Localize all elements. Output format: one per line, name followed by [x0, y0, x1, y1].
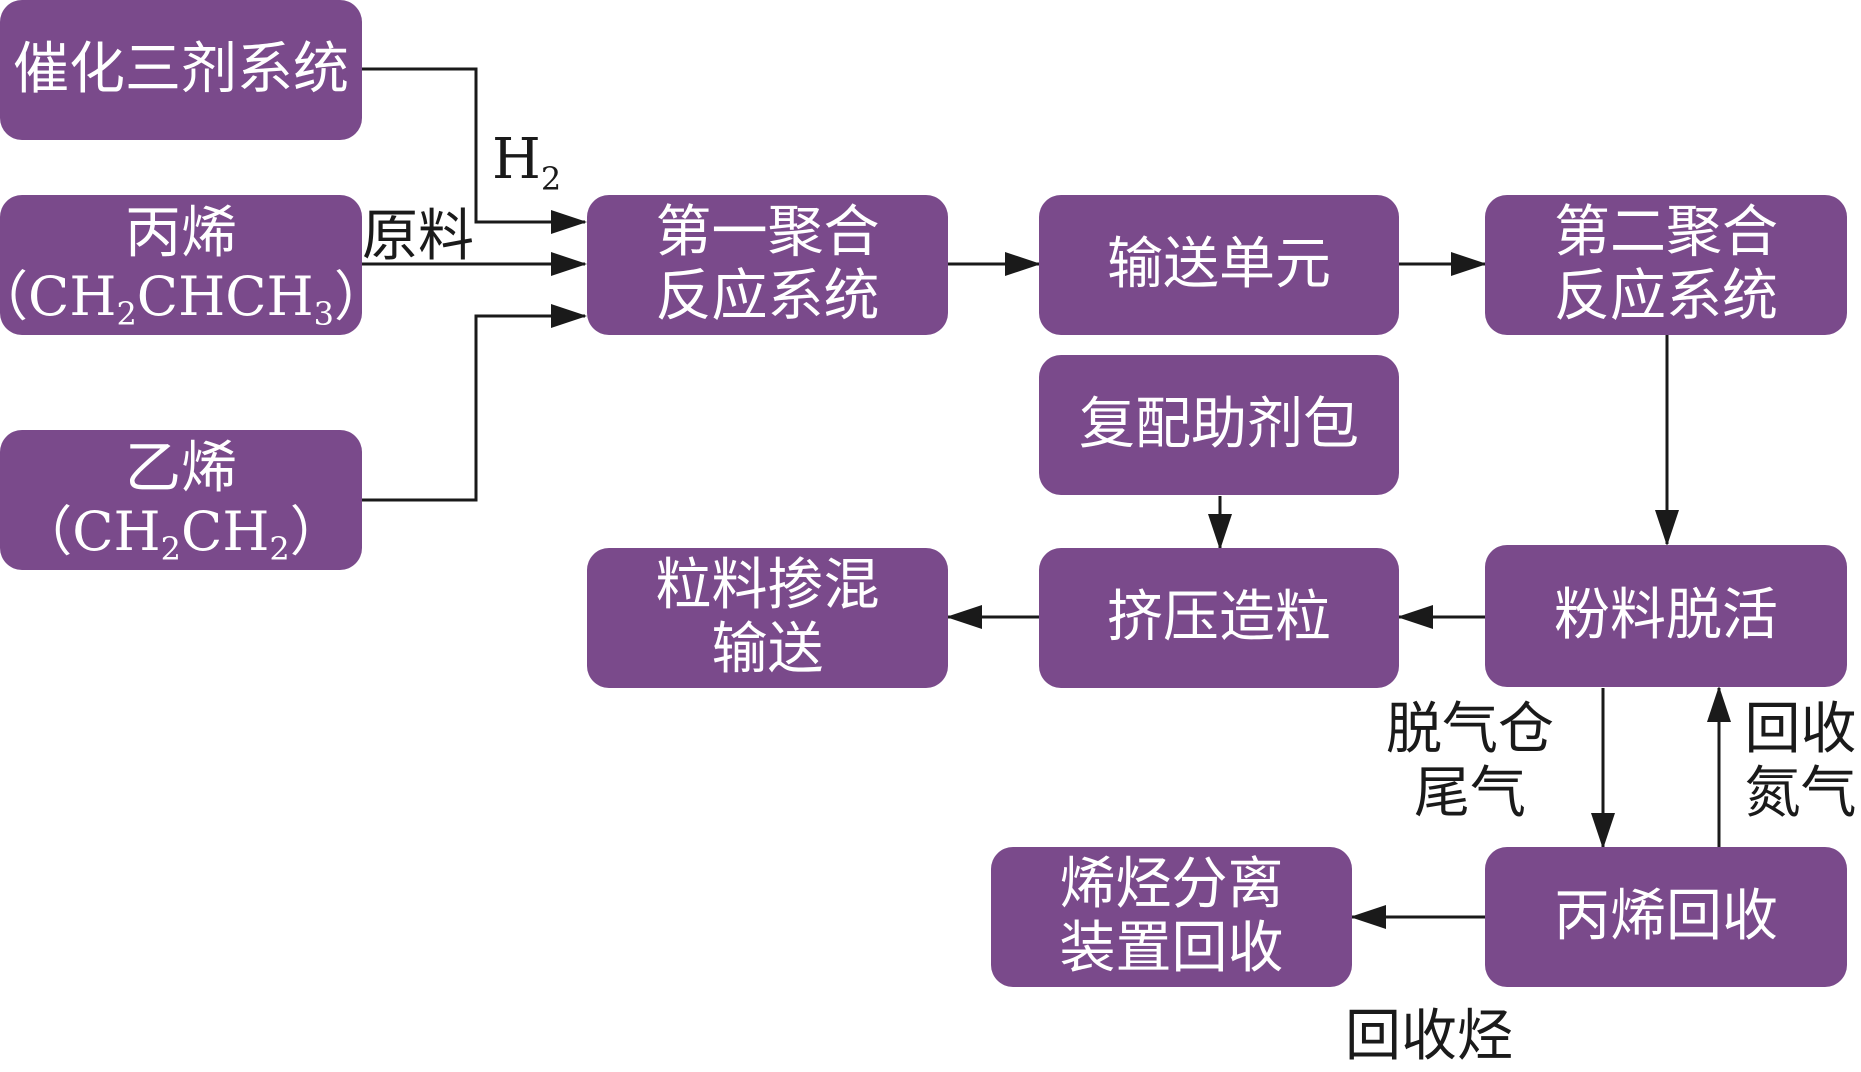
node-ethylene-formula: （CH2CH2）	[18, 500, 344, 568]
node-ethylene-label: 乙烯	[125, 436, 237, 501]
node-ethylene: 乙烯 （CH2CH2）	[0, 430, 362, 570]
node-granule: 粒料掺混 输送	[587, 548, 948, 688]
edge-label-nitrogen: 回收 氮气	[1740, 698, 1861, 826]
node-reactor1-line2: 反应系统	[655, 264, 880, 329]
node-deactivation-label: 粉料脱活	[1554, 583, 1778, 648]
node-conveying: 输送单元	[1039, 195, 1399, 335]
node-extrusion-label: 挤压造粒	[1107, 585, 1331, 650]
edge-label-nitrogen-line2: 氮气	[1744, 761, 1857, 826]
node-reactor1: 第一聚合 反应系统	[587, 195, 948, 335]
node-reactor2-line1: 第二聚合	[1554, 200, 1778, 265]
node-catalyst-label: 催化三剂系统	[13, 37, 349, 102]
edge-label-degas: 脱气仓 尾气	[1380, 698, 1560, 826]
node-propylene-formula: （CH2CHCH3）	[0, 265, 388, 333]
node-olefin-sep-line1: 烯烃分离	[1059, 852, 1284, 917]
node-propylene-rec: 丙烯回收	[1485, 847, 1847, 987]
edge-label-nitrogen-line1: 回收	[1744, 697, 1857, 762]
node-extrusion: 挤压造粒	[1039, 548, 1399, 688]
edge-label-raw: 原料	[362, 204, 474, 269]
edge-label-h2: H2	[492, 127, 562, 198]
node-deactivation: 粉料脱活	[1485, 545, 1847, 687]
edge-label-hydrocarbon: 回收烃	[1345, 1004, 1513, 1069]
node-granule-line2: 输送	[711, 617, 824, 682]
edge-label-degas-line2: 尾气	[1414, 761, 1526, 826]
edge-label-degas-line1: 脱气仓	[1386, 697, 1554, 762]
node-propylene-label: 丙烯	[125, 201, 237, 266]
node-additive-label: 复配助剂包	[1079, 392, 1359, 457]
edge-ethylene-reactor1	[362, 304, 587, 502]
node-granule-line1: 粒料掺混	[655, 553, 880, 618]
edge-catalyst-reactor1	[362, 67, 587, 234]
node-reactor1-line1: 第一聚合	[655, 200, 880, 265]
node-catalyst: 催化三剂系统	[0, 0, 362, 140]
node-reactor2: 第二聚合 反应系统	[1485, 195, 1847, 335]
node-reactor2-line2: 反应系统	[1554, 264, 1778, 329]
node-conveying-label: 输送单元	[1107, 232, 1331, 297]
node-additive: 复配助剂包	[1039, 355, 1399, 495]
node-propylene: 丙烯 （CH2CHCH3）	[0, 195, 388, 335]
node-propylene-rec-label: 丙烯回收	[1554, 884, 1778, 949]
node-olefin-sep-line2: 装置回收	[1059, 916, 1284, 981]
node-olefin-sep: 烯烃分离 装置回收	[991, 847, 1352, 987]
